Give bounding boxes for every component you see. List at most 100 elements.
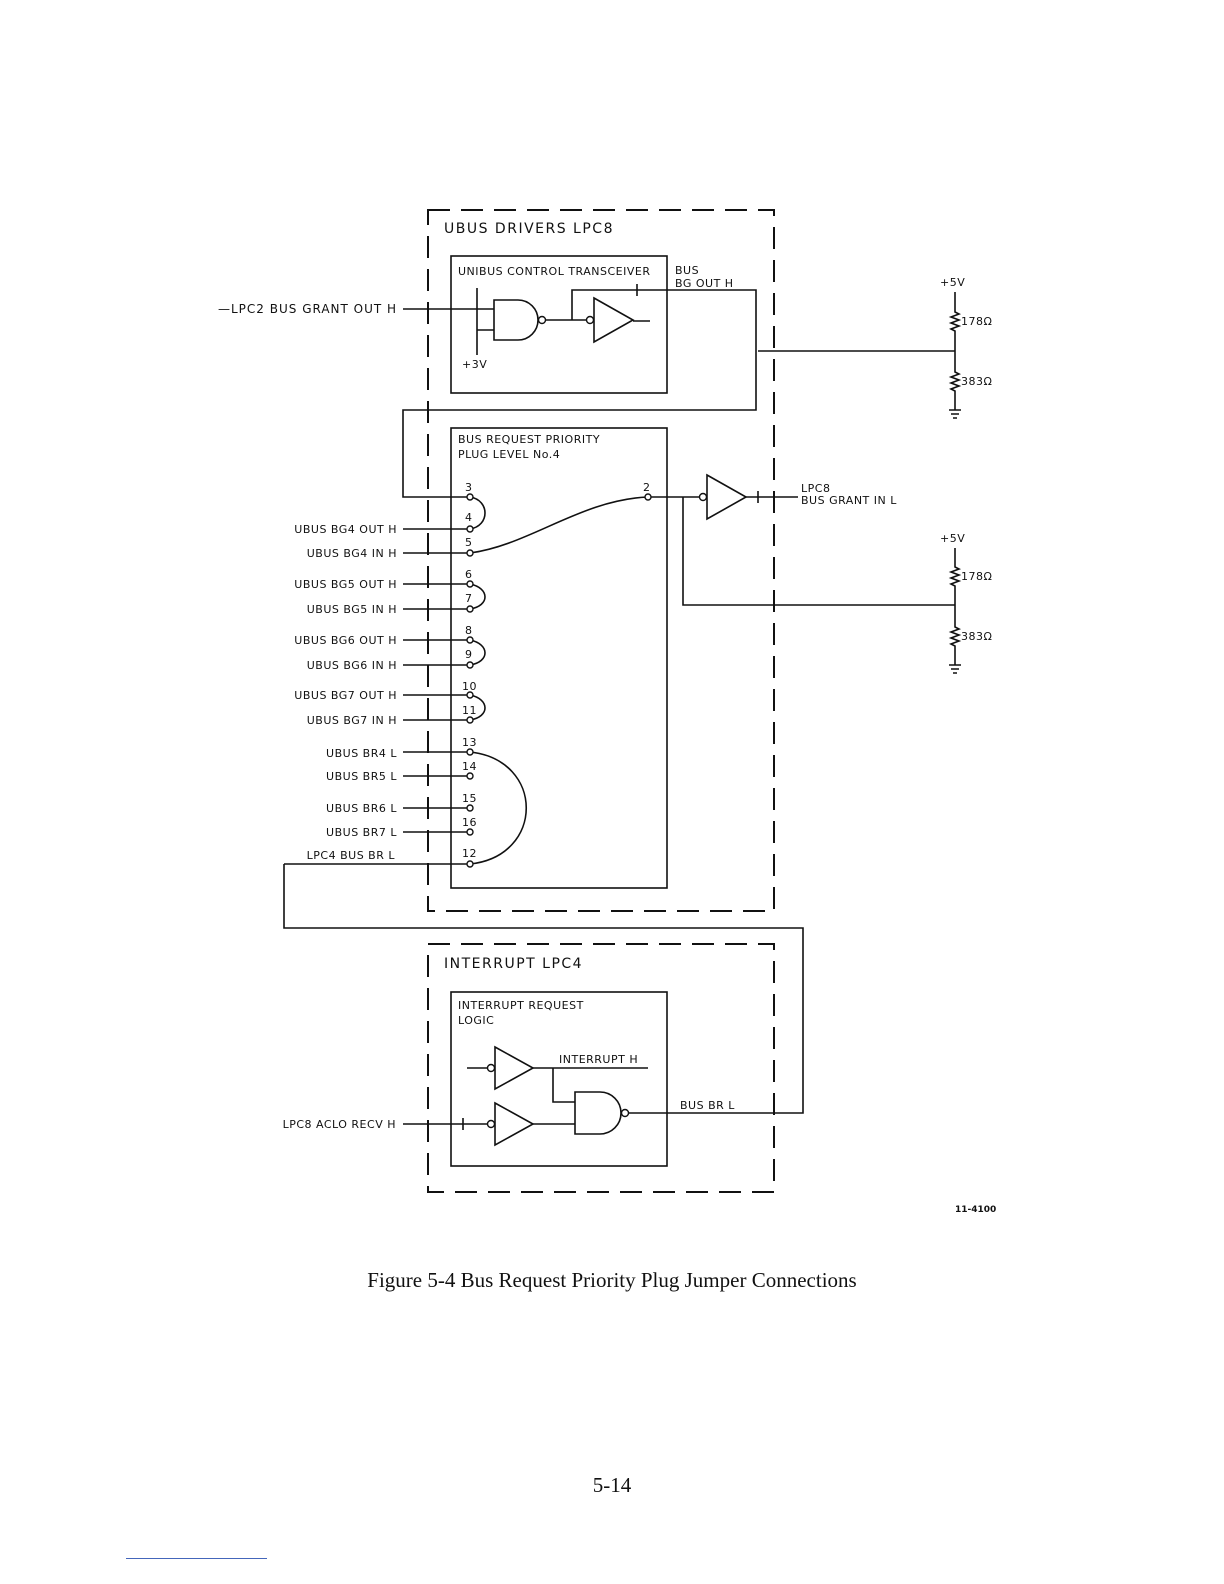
resistor-383-label-1: 383Ω	[961, 375, 992, 388]
ground-symbol-2	[949, 664, 961, 674]
interrupt-logic-label-1: INTERRUPT REQUEST	[458, 999, 584, 1012]
signal-label-bg7-in: UBUS BG7 IN H	[307, 714, 397, 727]
grant-in-label-1: LPC8	[801, 482, 830, 495]
grant-in-wire	[746, 491, 798, 503]
footer-rule	[126, 1558, 267, 1559]
transceiver-nand-gate	[493, 299, 539, 341]
pin-number-6: 6	[465, 568, 473, 581]
signal-label-bg4-out: UBUS BG4 OUT H	[294, 523, 397, 536]
figure-caption: Figure 5-4 Bus Request Priority Plug Jum…	[367, 1268, 857, 1292]
ubus-drivers-title: UBUS DRIVERS LPC8	[444, 221, 614, 237]
aclo-label: LPC8 ACLO RECV H	[283, 1118, 396, 1131]
pin-number-16: 16	[462, 816, 477, 829]
signal-label-bg5-in: UBUS BG5 IN H	[307, 603, 397, 616]
plug-signal-wires	[403, 528, 468, 833]
figure-id: 11-4100	[955, 1205, 996, 1215]
pin-number-13: 13	[462, 736, 477, 749]
resistor-383-label-2: 383Ω	[961, 630, 992, 643]
aclo-buffer	[494, 1101, 535, 1147]
resistor-178-label-2: 178Ω	[961, 570, 992, 583]
interrupt-h-label: INTERRUPT H	[559, 1053, 638, 1066]
pin-number-5: 5	[465, 536, 473, 549]
interrupt-logic-box	[450, 991, 668, 1167]
bg-out-label-2: BG OUT H	[675, 277, 734, 290]
interrupt-logic-label-2: LOGIC	[458, 1014, 494, 1027]
plug-pins	[466, 493, 652, 868]
transceiver-buffer	[593, 296, 635, 344]
interrupt-buffer-bubble	[486, 1063, 496, 1073]
plug-pin-2	[644, 493, 652, 501]
signal-label-br5: UBUS BR5 L	[326, 770, 397, 783]
bus-br-label: BUS BR L	[680, 1099, 735, 1112]
plug-pin-14	[466, 772, 474, 780]
interrupt-h-wire	[533, 1067, 648, 1103]
plug-pin-7	[466, 605, 474, 613]
priority-plug-box	[450, 427, 668, 889]
ubus-drivers-block	[427, 209, 775, 912]
pin-number-9: 9	[465, 648, 473, 661]
grant-in-receiver	[706, 473, 748, 521]
resistor-178-label-1: 178Ω	[961, 315, 992, 328]
supply-label-2: +5V	[940, 532, 965, 545]
signal-label-br6: UBUS BR6 L	[326, 802, 397, 815]
interrupt-block	[427, 943, 775, 1193]
transceiver-box	[450, 255, 668, 394]
plug-pin-12	[466, 860, 474, 868]
pin-number-15: 15	[462, 792, 477, 805]
pin-number-7: 7	[465, 592, 473, 605]
lpc2-bus-grant-label: —LPC2 BUS GRANT OUT H	[218, 302, 397, 316]
aclo-wire	[403, 1118, 487, 1130]
plug-pin-9	[466, 661, 474, 669]
plug-pin-6	[466, 580, 474, 588]
plus3v-wire	[476, 288, 494, 355]
pin-number-3: 3	[465, 481, 473, 494]
plug-pin-10	[466, 691, 474, 699]
grant-in-termination-wire	[682, 497, 955, 606]
bg-out-feedback	[402, 289, 757, 498]
plug-pin-16	[466, 828, 474, 836]
resistor-network-2	[948, 548, 962, 665]
signal-label-br4: UBUS BR4 L	[326, 747, 397, 760]
pin-number-8: 8	[465, 624, 473, 637]
jumper-6-7	[469, 583, 486, 610]
plug-pin-13	[466, 748, 474, 756]
pin-number-2: 2	[643, 481, 651, 494]
jumper-10-11	[469, 694, 486, 721]
pin-number-10: 10	[462, 680, 477, 693]
plus3v-label: +3V	[462, 358, 487, 371]
plug-pin-11	[466, 716, 474, 724]
nand-bubble	[537, 315, 547, 325]
signal-label-br7: UBUS BR7 L	[326, 826, 397, 839]
supply-label-1: +5V	[940, 276, 965, 289]
pin-number-11: 11	[462, 704, 477, 717]
signal-label-bg6-in: UBUS BG6 IN H	[307, 659, 397, 672]
pin-number-14: 14	[462, 760, 477, 773]
interrupt-nand-gate	[574, 1091, 622, 1135]
interrupt-nand-bubble	[620, 1108, 630, 1118]
jumper-13-12	[469, 751, 528, 865]
signal-label-bg5-out: UBUS BG5 OUT H	[294, 578, 397, 591]
ground-symbol-1	[949, 409, 961, 419]
pin-number-12: 12	[462, 847, 477, 860]
signal-label-bg4-in: UBUS BG4 IN H	[307, 547, 397, 560]
page-number: 5-14	[592, 1473, 632, 1497]
plug-pin-5	[466, 549, 474, 557]
bg-out-label-1: BUS	[675, 264, 699, 277]
jumper-5-2	[469, 496, 649, 554]
lpc4-bus-br-wire	[283, 863, 804, 1114]
buffer-bubble	[585, 315, 595, 325]
jumper-8-9	[469, 639, 486, 666]
jumper-3-4	[469, 496, 486, 530]
aclo-buffer-bubble	[486, 1119, 496, 1129]
plug-pin-3	[466, 493, 474, 501]
receiver-bubble	[698, 492, 708, 502]
pin-number-4: 4	[465, 511, 473, 524]
transceiver-label: UNIBUS CONTROL TRANSCEIVER	[458, 265, 650, 278]
signal-label-bg6-out: UBUS BG6 OUT H	[294, 634, 397, 647]
signal-label-lpc4-bus-br: LPC4 BUS BR L	[307, 849, 396, 862]
signal-label-bg7-out: UBUS BG7 OUT H	[294, 689, 397, 702]
plug-pin-4	[466, 525, 474, 533]
interrupt-buffer	[494, 1045, 535, 1091]
priority-plug-label-1: BUS REQUEST PRIORITY	[458, 433, 600, 446]
